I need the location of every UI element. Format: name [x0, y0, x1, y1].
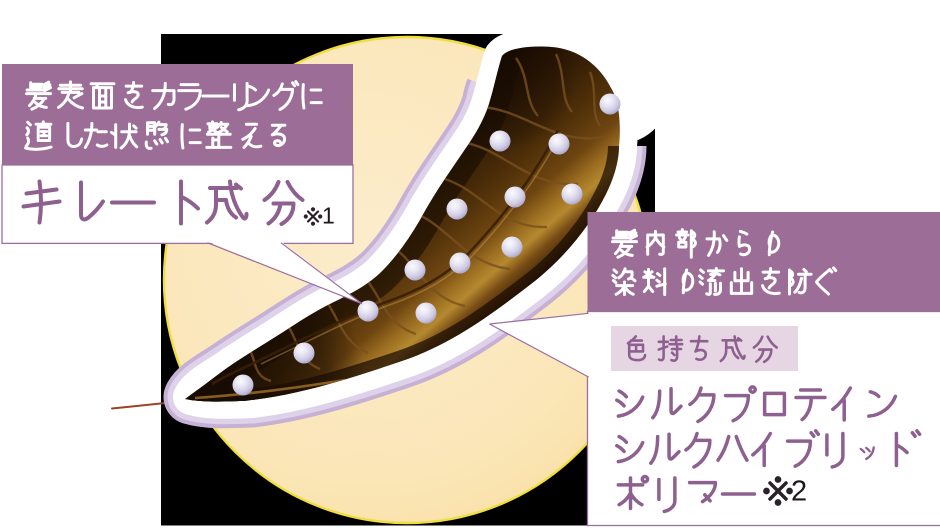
- svg-text:1: 1: [322, 203, 335, 229]
- svg-text:2: 2: [791, 476, 807, 508]
